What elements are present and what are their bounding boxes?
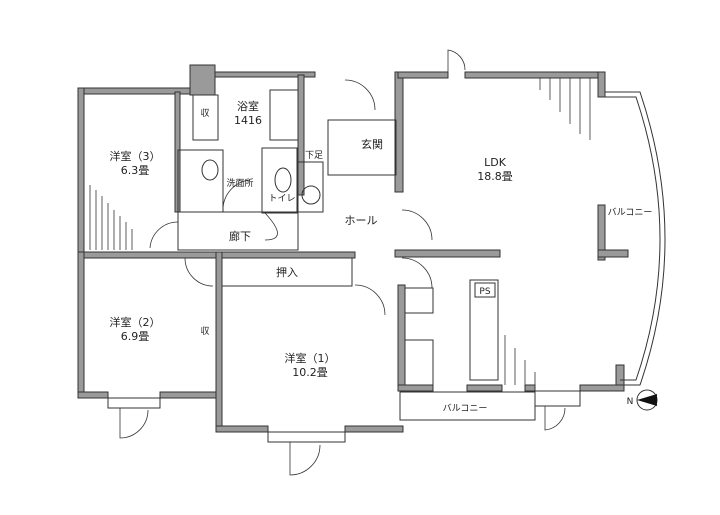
compass-icon [636,389,658,411]
compass-label: N [627,397,634,407]
ldk-size: 18.8畳 [477,170,513,183]
bedroom3-size: 6.3畳 [121,164,150,177]
corridor-label: 廊下 [229,229,251,243]
balcony-south-label: バルコニー [443,403,488,414]
ps-label: PS [479,287,490,297]
entrance-label: 玄関 [361,137,383,151]
partitions [107,89,666,443]
bedroom2-name: 洋室（2） [110,315,161,329]
storage-label-2: 収 [200,325,209,337]
hatching [89,78,591,385]
balcony-east-label: バルコニー [608,207,653,218]
washroom-label: 洗面所 [226,177,253,189]
bedroom1-name: 洋室（1） [285,351,336,365]
doors [119,49,566,476]
hall-label: ホール [345,214,378,227]
bedroom2-size: 6.9畳 [121,330,150,343]
shoe-closet-label: 下足 [305,150,323,161]
oshiire-label: 押入 [276,265,298,279]
toilet-label: トイレ [268,194,295,204]
bedroom1-size: 10.2畳 [292,366,328,379]
ldk-name: LDK [484,156,507,169]
bath-size: 1416 [234,114,262,127]
storage-label: 収 [200,107,209,119]
walls [77,64,629,433]
bedroom3-name: 洋室（3） [110,149,161,163]
bath-name: 浴室 [237,99,259,113]
